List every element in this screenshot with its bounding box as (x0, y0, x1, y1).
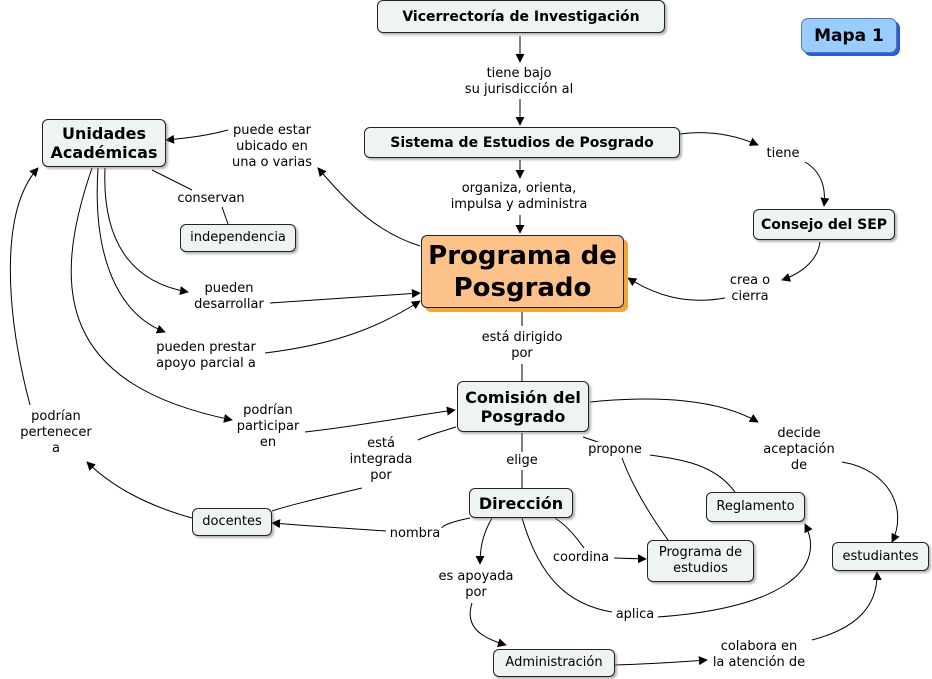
edge-aplica-to-reglamento (657, 523, 813, 618)
edge-pueden-desarrollar-to-programa (269, 289, 421, 304)
link-pueden-desarrollar: pueden desarrollar (194, 281, 264, 313)
link-esta-dirigido-por: está dirigido por (481, 330, 563, 362)
edge-comision-to-esta-integrada (417, 426, 457, 441)
edge-esta-integrada-to-docentes (271, 487, 363, 512)
link-tiene: tiene (766, 146, 800, 162)
edge-consejo-to-crea (781, 241, 821, 282)
edge-direccion-to-aplica (521, 517, 613, 613)
node-administracion[interactable]: Administración (493, 649, 615, 677)
node-docentes[interactable]: docentes (192, 508, 272, 536)
edge-tiene-to-consejo (804, 161, 830, 207)
link-tiene-bajo-jurisdiccion: tiene bajo su jurisdicción al (464, 66, 574, 98)
edge-docentes-to-podrian-pertenecer (86, 461, 193, 519)
edge-comision-to-decide (589, 398, 759, 423)
node-estudiantes[interactable]: estudiantes (832, 542, 929, 571)
edge-podrian-participar-to-comision (304, 406, 456, 433)
link-podrian-participar: podrían participar en (236, 403, 300, 451)
edge-administracion-to-colabora (614, 656, 708, 666)
edge-programa-to-puede-estar (317, 167, 421, 247)
edge-unidades-to-pueden-desarrollar (104, 167, 189, 296)
link-conservan: conservan (177, 191, 245, 207)
edge-propone-to-programa-estudios (621, 457, 669, 541)
edge-propone-to-reglamento (649, 454, 736, 493)
edge-podrian-pertenecer-to-unidades (9, 167, 39, 406)
link-esta-integrada-por: está integrada por (349, 436, 413, 484)
node-programa-estudios[interactable]: Programa de estudios (647, 540, 754, 582)
node-consejo-sep[interactable]: Consejo del SEP (753, 209, 895, 240)
map-title-badge: Mapa 1 (801, 18, 897, 53)
edge-colabora-to-estudiantes (811, 571, 882, 641)
edge-decide-to-estudiantes (841, 461, 900, 543)
node-vicerrectoria[interactable]: Vicerrectoría de Investigación (377, 0, 665, 33)
link-colabora-atencion: colabora en la atención de (712, 639, 806, 671)
link-crea-o-cierra: crea o cierra (729, 273, 771, 305)
link-organiza-orienta: organiza, orienta, impulsa y administra (450, 181, 588, 213)
edge-unidades-to-pueden-prestar (96, 167, 166, 334)
node-sistema-estudios-posgrado[interactable]: Sistema de Estudios de Posgrado (364, 127, 680, 158)
edge-pueden-prestar-to-programa (264, 300, 421, 354)
edge-crea-to-programa (627, 277, 726, 301)
link-propone: propone (588, 442, 642, 458)
link-decide-aceptacion: decide aceptación de (763, 426, 835, 474)
edge-conservan-to-independencia (221, 206, 229, 225)
node-programa-posgrado[interactable]: Programa de Posgrado (421, 235, 624, 308)
link-coordina: coordina (552, 550, 610, 566)
edge-direccion-to-apoyada (475, 517, 493, 565)
edge-direccion-to-coordina (554, 517, 585, 549)
edge-puede-estar-to-unidades (165, 129, 229, 144)
link-es-apoyada-por: es apoyada por (438, 569, 514, 601)
link-podrian-pertenecer: podrían pertenecer a (20, 409, 92, 457)
node-comision-posgrado[interactable]: Comisión del Posgrado (457, 381, 589, 432)
edge-unidades-to-podrian-participar (70, 167, 233, 423)
node-unidades-academicas[interactable]: Unidades Académicas (42, 119, 166, 167)
edge-comision-to-propone (582, 436, 599, 443)
edge-nombra-to-docentes (271, 519, 387, 532)
link-aplica: aplica (615, 607, 655, 623)
edge-coordina-to-programa-estudios (613, 554, 647, 564)
link-puede-estar-ubicado: puede estar ubicado en una o varias (231, 123, 313, 171)
link-pueden-prestar-apoyo: pueden prestar apoyo parcial a (156, 340, 256, 372)
edge-apoyada-to-administracion (469, 602, 507, 648)
edge-sistema-to-tiene (679, 132, 759, 146)
link-nombra: nombra (389, 526, 441, 542)
edge-unidades-to-conservan (151, 169, 193, 191)
edge-direccion-to-nombra (441, 517, 471, 529)
link-elige: elige (506, 453, 538, 469)
node-direccion[interactable]: Dirección (469, 488, 573, 518)
node-independencia[interactable]: independencia (180, 224, 296, 252)
node-reglamento[interactable]: Reglamento (706, 492, 805, 522)
